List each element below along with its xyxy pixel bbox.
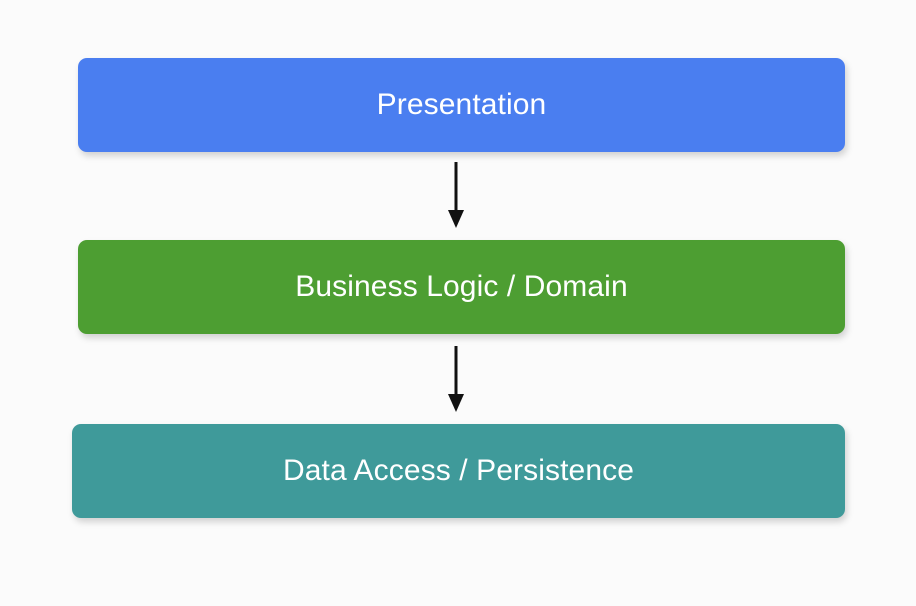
layer-box-data-access[interactable]: Data Access / Persistence bbox=[72, 424, 845, 518]
layer-label-data-access: Data Access / Persistence bbox=[283, 454, 634, 487]
arrow-business-logic-to-data-access bbox=[447, 346, 465, 412]
arrow-head-icon bbox=[448, 210, 464, 228]
arrow-shaft-icon bbox=[454, 346, 458, 396]
layer-label-business-logic: Business Logic / Domain bbox=[295, 270, 628, 303]
arrow-shaft-icon bbox=[454, 162, 458, 212]
arrow-head-icon bbox=[448, 394, 464, 412]
arrow-presentation-to-business-logic bbox=[447, 162, 465, 228]
layer-box-presentation[interactable]: Presentation bbox=[78, 58, 845, 152]
layer-box-business-logic[interactable]: Business Logic / Domain bbox=[78, 240, 845, 334]
layer-label-presentation: Presentation bbox=[376, 88, 547, 121]
